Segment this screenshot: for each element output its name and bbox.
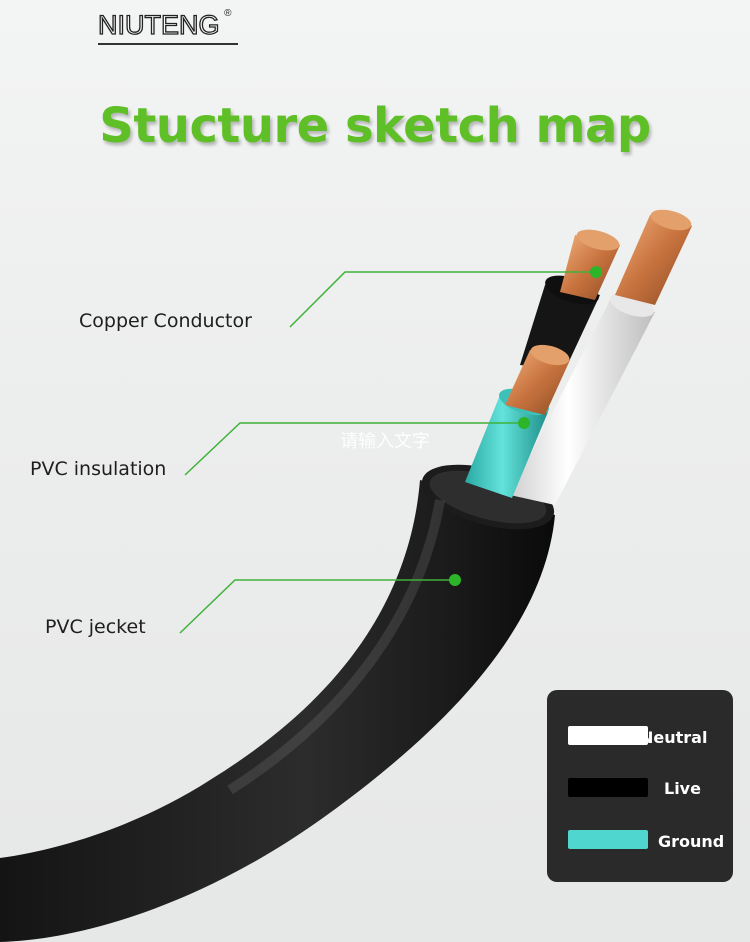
- page-title: Stucture sketch map: [99, 98, 651, 154]
- placeholder-overlay-text: 请输入文字: [340, 431, 430, 452]
- callout-copper: [289, 266, 602, 328]
- callout-jacket: [179, 574, 461, 634]
- legend-label-neutral: Neutral: [640, 728, 708, 747]
- brand-name: NIUTENG: [97, 9, 220, 40]
- pvc-jacket: [0, 464, 555, 942]
- legend-row-live: [568, 778, 648, 797]
- legend-swatch-neutral: [568, 726, 648, 745]
- registered-mark: ®: [224, 8, 232, 19]
- label-pvc-jacket: PVC jecket: [45, 616, 146, 638]
- brand-logo: NIUTENG ®: [97, 8, 231, 41]
- legend-row-neutral: [568, 726, 648, 745]
- legend-row-ground: [568, 830, 648, 849]
- legend-swatch-live: [568, 778, 648, 797]
- label-copper-conductor: Copper Conductor: [79, 310, 252, 332]
- copper-conductor-right: [615, 209, 692, 305]
- callout-insulation: [184, 417, 530, 476]
- legend-label-live: Live: [664, 779, 701, 798]
- brand-underline: [98, 43, 238, 45]
- copper-conductor-left: [560, 229, 620, 300]
- label-pvc-insulation: PVC insulation: [30, 458, 167, 480]
- wire-color-legend: Neutral Live Ground: [547, 690, 733, 882]
- copper-conductor-ground: [505, 344, 570, 415]
- legend-swatch-ground: [568, 830, 648, 849]
- legend-label-ground: Ground: [658, 832, 725, 851]
